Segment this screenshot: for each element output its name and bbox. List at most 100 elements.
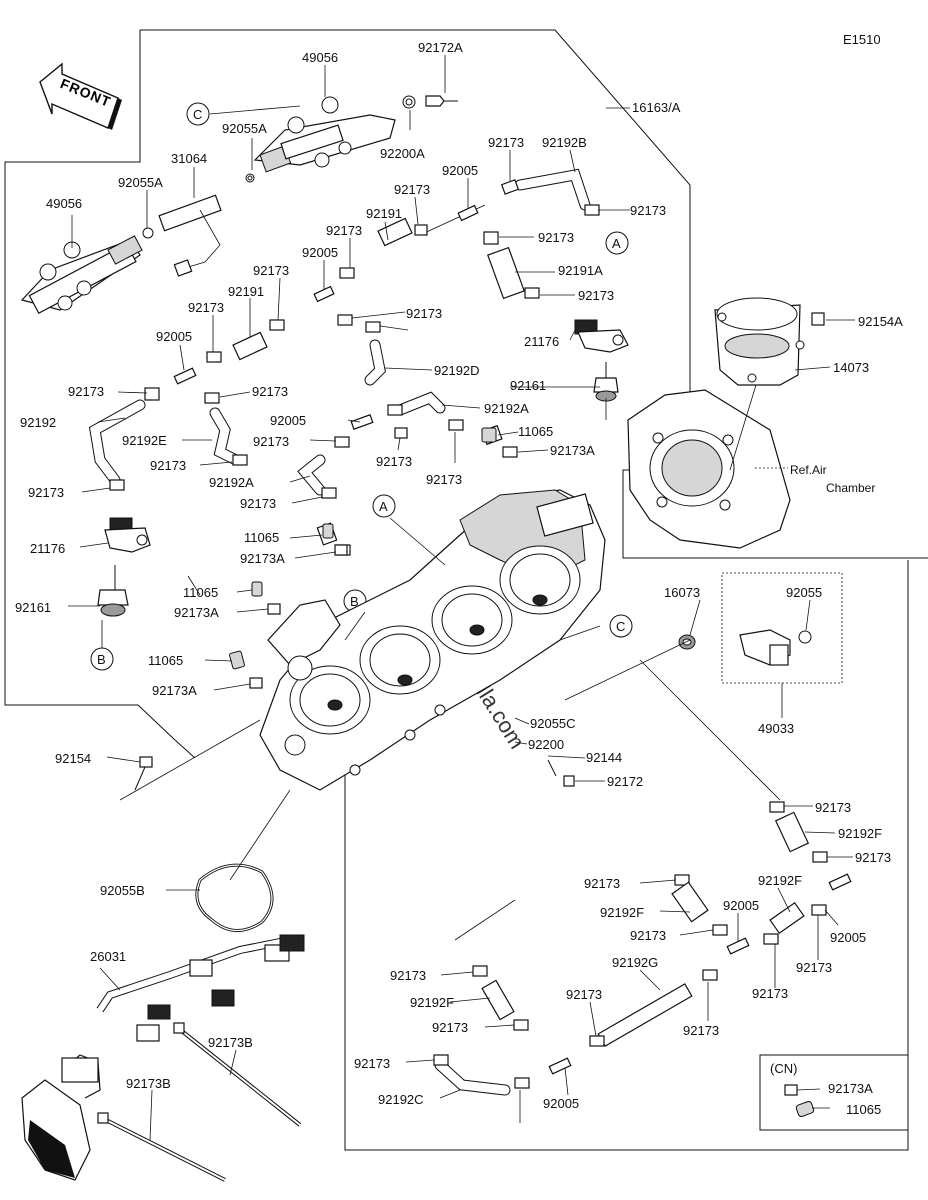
part-number-label[interactable]: 92192B	[542, 135, 587, 150]
part-number-label[interactable]: 92192F	[758, 873, 802, 888]
part-number-label[interactable]: 92005	[543, 1096, 579, 1111]
part-number-label[interactable]: 92192	[20, 415, 56, 430]
part-number-label[interactable]: 14073	[833, 360, 869, 375]
part-number-label[interactable]: 92172	[607, 774, 643, 789]
part-number-label[interactable]: 92173	[394, 182, 430, 197]
part-number-label[interactable]: 92173	[566, 987, 602, 1002]
part-number-label[interactable]: 92173	[488, 135, 524, 150]
throttle-body	[259, 489, 606, 791]
part-number-label[interactable]: 92055C	[530, 716, 576, 731]
part-number-label[interactable]: 92173A	[152, 683, 197, 698]
part-number-label[interactable]: 11065	[846, 1102, 881, 1117]
part-number-label[interactable]: 92173B	[208, 1035, 253, 1050]
part-number-label[interactable]: 92200	[528, 737, 564, 752]
part-number-label[interactable]: 92192F	[600, 905, 644, 920]
part-number-label[interactable]: 92161	[15, 600, 51, 615]
part-number-label[interactable]: 26031	[90, 949, 126, 964]
part-number-label[interactable]: 92173A	[240, 551, 285, 566]
part-number-label[interactable]: 92154	[55, 751, 91, 766]
part-number-label[interactable]: 92192A	[209, 475, 254, 490]
part-number-label[interactable]: 21176	[524, 334, 559, 349]
part-number-label[interactable]: 92173A	[174, 605, 219, 620]
part-number-label[interactable]: 11065	[518, 424, 553, 439]
part-number-label[interactable]: 92173	[752, 986, 788, 1001]
part-number-label[interactable]: 92173	[630, 203, 666, 218]
part-number-label[interactable]: 92173	[426, 472, 462, 487]
part-number-label[interactable]: 92192C	[378, 1092, 424, 1107]
part-number-label[interactable]: 92173	[630, 928, 666, 943]
part-number-label[interactable]: 92173	[578, 288, 614, 303]
part-number-label[interactable]: 92173	[188, 300, 224, 315]
part-number-label[interactable]: 92173	[815, 800, 851, 815]
leader-lines	[68, 55, 855, 1141]
callout-C-top: C	[186, 102, 210, 126]
part-number-label[interactable]: 92161	[510, 378, 546, 393]
part-number-label[interactable]: 92191A	[558, 263, 603, 278]
part-number-label[interactable]: 92200A	[380, 146, 425, 161]
part-number-label[interactable]: 92005	[156, 329, 192, 344]
callout-B-left: B	[90, 647, 114, 671]
part-number-label[interactable]: 92172A	[418, 40, 463, 55]
part-number-label[interactable]: 92173A	[828, 1081, 873, 1096]
part-number-label[interactable]: 92173	[406, 306, 442, 321]
bore-2	[359, 625, 441, 695]
diagram-code: E1510	[843, 32, 881, 47]
part-number-label[interactable]: 92173	[68, 384, 104, 399]
part-number-label[interactable]: 92192A	[484, 401, 529, 416]
ref-air-label: Ref.Air	[790, 463, 827, 477]
svg-text:C: C	[193, 107, 202, 122]
part-number-label[interactable]: 92192G	[612, 955, 658, 970]
callout-C-right: C	[609, 614, 633, 638]
part-number-label[interactable]: 11065	[244, 530, 279, 545]
part-number-label[interactable]: 92055A	[118, 175, 163, 190]
part-number-label[interactable]: 92005	[442, 163, 478, 178]
part-number-label[interactable]: 92173	[252, 384, 288, 399]
part-number-label[interactable]: 92173	[584, 876, 620, 891]
part-number-label[interactable]: 92191	[366, 206, 402, 221]
part-number-label[interactable]: 11065	[148, 653, 183, 668]
sensor-21176-left	[104, 517, 151, 553]
part-number-label[interactable]: 92173	[796, 960, 832, 975]
part-number-label[interactable]: 11065	[183, 585, 218, 600]
part-number-label[interactable]: 92173	[253, 263, 289, 278]
part-number-label[interactable]: 92192F	[838, 826, 882, 841]
part-number-label[interactable]: 92005	[723, 898, 759, 913]
part-number-label[interactable]: 92173	[390, 968, 426, 983]
part-number-label[interactable]: 92192D	[434, 363, 480, 378]
part-number-label[interactable]: 92055	[786, 585, 822, 600]
part-number-label[interactable]: 92055A	[222, 121, 267, 136]
part-number-label[interactable]: 92144	[586, 750, 622, 765]
part-number-label[interactable]: 31064	[171, 151, 207, 166]
part-number-label[interactable]: 92005	[302, 245, 338, 260]
part-number-label[interactable]: 92173	[855, 850, 891, 865]
funnel-14073	[714, 297, 825, 471]
part-number-label[interactable]: 92005	[270, 413, 306, 428]
part-number-label[interactable]: 92173	[253, 434, 289, 449]
part-number-label[interactable]: 92173	[326, 223, 362, 238]
part-number-label[interactable]: 92173B	[126, 1076, 171, 1091]
front-arrow: FRONT	[39, 62, 122, 130]
bore-1	[289, 665, 371, 735]
part-number-label[interactable]: 49033	[758, 721, 794, 736]
part-number-label[interactable]: 92173A	[550, 443, 595, 458]
part-number-label[interactable]: 49056	[302, 50, 338, 65]
part-number-label[interactable]: 92173	[240, 496, 276, 511]
part-number-label[interactable]: 49056	[46, 196, 82, 211]
part-number-label[interactable]: 92055B	[100, 883, 145, 898]
part-number-label[interactable]: 92173	[354, 1056, 390, 1071]
part-number-label[interactable]: 92173	[150, 458, 186, 473]
part-number-label[interactable]: 92173	[538, 230, 574, 245]
part-number-label[interactable]: 92173	[28, 485, 64, 500]
part-number-label[interactable]: 16073	[664, 585, 700, 600]
part-number-label[interactable]: 92154A	[858, 314, 903, 329]
part-number-label[interactable]: 92173	[432, 1020, 468, 1035]
part-number-label[interactable]: 92005	[830, 930, 866, 945]
part-number-label[interactable]: 92173	[683, 1023, 719, 1038]
svg-text:B: B	[350, 594, 359, 609]
part-number-label[interactable]: 92191	[228, 284, 264, 299]
part-number-label[interactable]: 92192F	[410, 995, 454, 1010]
part-number-label[interactable]: 21176	[30, 541, 65, 556]
part-number-label[interactable]: 92192E	[122, 433, 167, 448]
part-number-label[interactable]: 16163/A	[632, 100, 681, 115]
part-number-label[interactable]: 92173	[376, 454, 412, 469]
